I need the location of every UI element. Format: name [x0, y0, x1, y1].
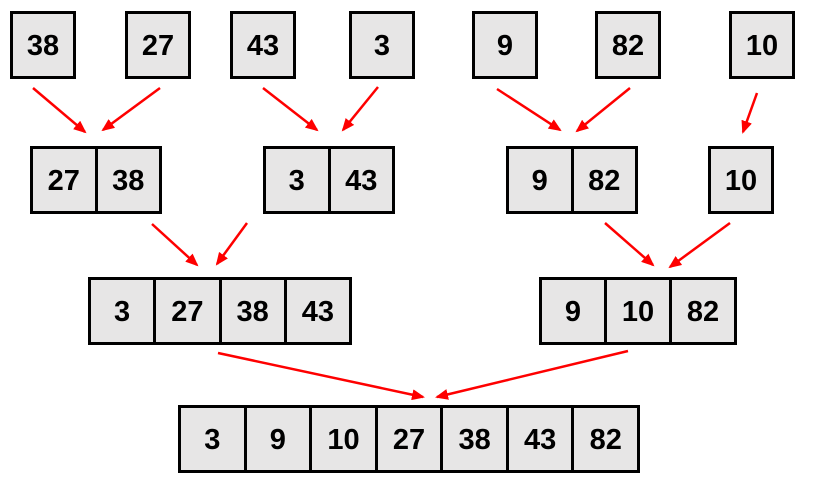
array-cell: 82	[588, 164, 621, 197]
array-cell: 43	[246, 29, 280, 62]
array-cell: 3	[181, 408, 247, 470]
array-cell: 10	[745, 29, 779, 62]
array-cell: 82	[686, 295, 720, 328]
arrow-82-to-982	[575, 87, 631, 133]
array-cell: 10	[607, 280, 672, 342]
array-cell: 9	[542, 280, 607, 342]
arrow-3-to-343	[341, 86, 379, 132]
node-43: 43	[230, 11, 296, 79]
arrow-quad-to-final	[217, 351, 425, 401]
arrow-982-to-trio	[604, 222, 655, 267]
node-10: 10	[729, 11, 795, 79]
array-cell: 9	[509, 149, 574, 211]
arrow-2738-to-quad	[151, 223, 199, 267]
node-27: 27	[125, 11, 191, 79]
node-9-10-82: 9 10 82	[539, 277, 737, 345]
arrow-10-to-10	[741, 92, 759, 134]
array-cell: 38	[222, 280, 287, 342]
array-cell: 38	[443, 408, 509, 470]
array-cell: 3	[266, 149, 331, 211]
array-cell: 9	[247, 408, 313, 470]
node-82: 82	[595, 11, 661, 79]
array-cell: 3	[91, 280, 157, 342]
array-cell: 43	[301, 295, 334, 328]
node-3-27-38-43: 3 27 38 43	[88, 277, 352, 345]
node-3: 3	[349, 11, 415, 79]
arrow-9-to-982	[496, 87, 562, 132]
node-9-82: 9 82	[506, 146, 638, 214]
array-cell: 10	[312, 408, 378, 470]
arrow-343-to-quad	[215, 222, 249, 266]
array-cell: 82	[611, 29, 645, 62]
arrow-27-to-2738	[101, 86, 161, 132]
node-3-43: 3 43	[263, 146, 395, 214]
array-cell: 27	[156, 280, 222, 342]
array-cell: 27	[141, 29, 175, 62]
node-sorted-final: 3 9 10 27 38 43 82	[178, 405, 640, 473]
array-cell: 3	[373, 29, 391, 62]
arrow-10-to-trio	[668, 221, 731, 269]
array-cell: 27	[33, 149, 98, 211]
node-10-single: 10	[708, 146, 774, 214]
arrow-38-to-2738	[32, 87, 87, 134]
node-9: 9	[472, 11, 538, 79]
array-cell: 43	[345, 164, 378, 197]
array-cell: 9	[496, 29, 514, 62]
array-cell: 38	[112, 164, 145, 197]
node-38: 38	[10, 11, 76, 79]
arrow-43-to-343	[262, 87, 319, 132]
array-cell: 27	[378, 408, 444, 470]
array-cell: 38	[26, 29, 60, 62]
node-27-38: 27 38	[30, 146, 162, 214]
array-cell: 43	[509, 408, 575, 470]
arrow-trio-to-final	[435, 349, 629, 400]
array-cell: 10	[724, 164, 758, 197]
array-cell: 82	[589, 423, 622, 456]
